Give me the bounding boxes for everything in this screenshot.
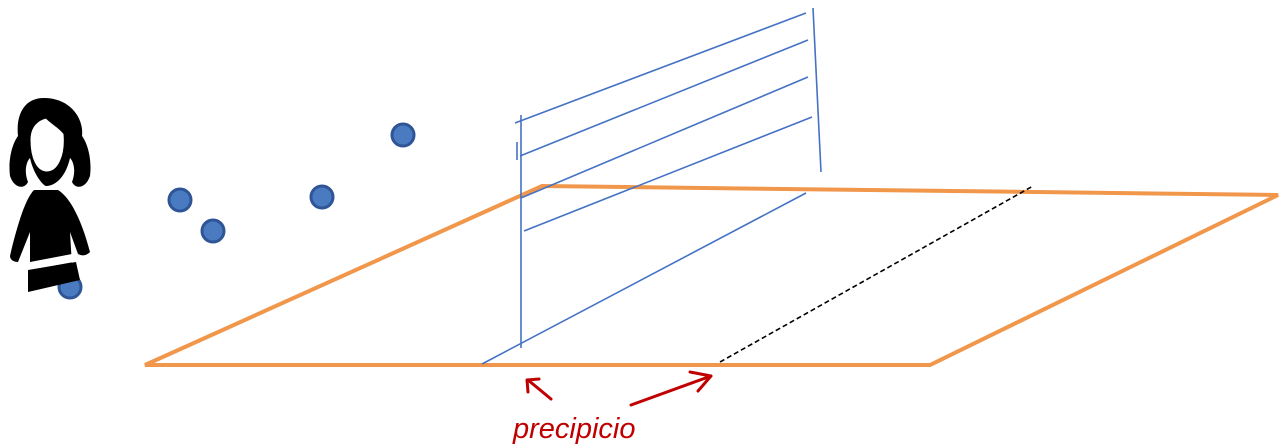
arrow-left-icon (525, 377, 553, 401)
precipicio-label: precipicio (512, 413, 636, 445)
net (481, 7, 822, 365)
net-line-3 (520, 76, 809, 199)
net-shadow-line (481, 192, 807, 365)
girl-figure-icon (9, 98, 91, 292)
net-post-right (812, 7, 822, 173)
net-line-4 (523, 116, 813, 232)
net-line-1 (514, 12, 807, 124)
ball-icon (309, 184, 335, 210)
court-outline (144, 183, 1279, 367)
annotation-arrows (525, 370, 713, 407)
ball-icon (167, 187, 193, 213)
net-line-2 (519, 39, 809, 157)
ball-icon (200, 218, 226, 244)
arrow-right-icon (629, 370, 713, 407)
balls (57, 122, 416, 300)
ball-icon (390, 122, 416, 148)
precipice-dashed-line (719, 185, 1034, 363)
